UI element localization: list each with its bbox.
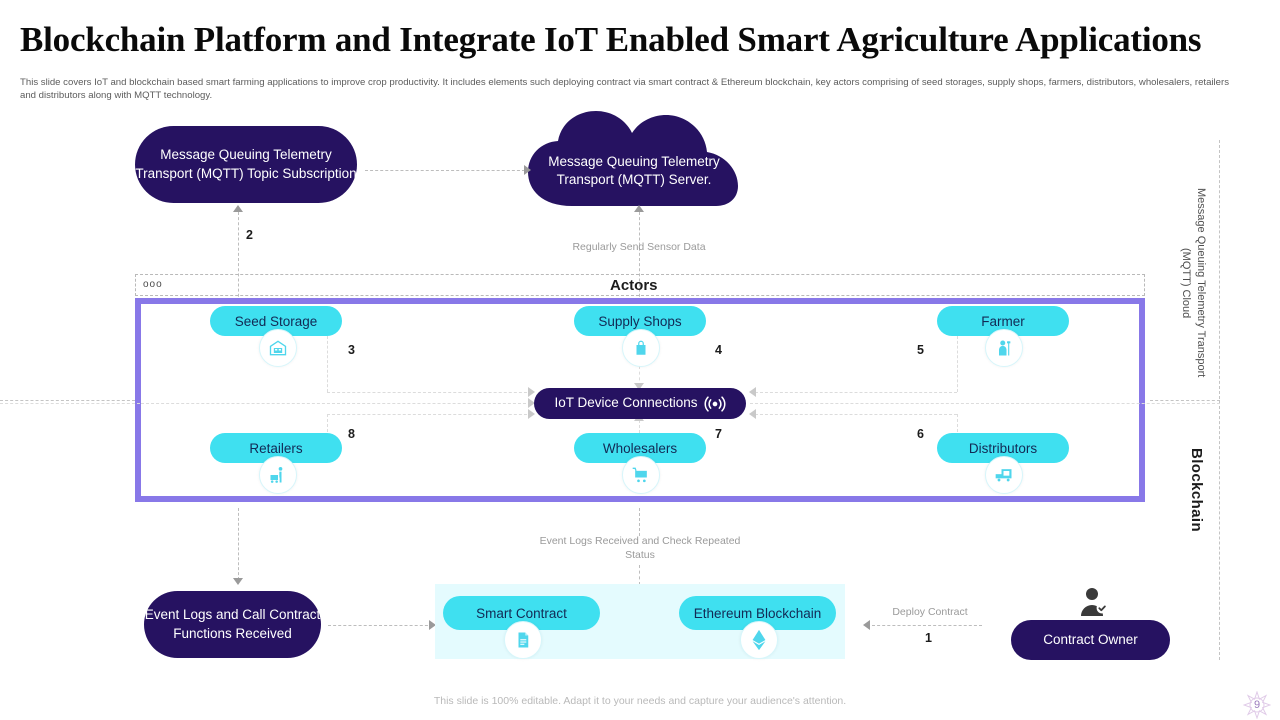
wifi-signal-icon <box>704 395 726 412</box>
warehouse-icon <box>259 329 297 367</box>
connector-seed-storage-h <box>327 392 532 393</box>
connector-passthrough-arrowhead <box>528 398 535 408</box>
footer-note: This slide is 100% editable. Adapt it to… <box>433 695 847 707</box>
farmer-icon <box>985 329 1023 367</box>
connector-farmer-h <box>755 392 957 393</box>
connector-actors-to-event-logs <box>238 508 239 580</box>
document-icon <box>504 621 542 659</box>
connector-topic-to-server-arrowhead <box>524 165 531 175</box>
connector-farmer-arrowhead <box>749 387 756 397</box>
step-number-8: 8 <box>348 427 355 441</box>
shopping-cart-icon <box>622 456 660 494</box>
step-number-1: 1 <box>925 631 932 645</box>
node-contract-owner[interactable]: Contract Owner <box>1011 620 1170 660</box>
actor-seed-storage-label: Seed Storage <box>234 313 318 329</box>
connector-supply-shops-arrowhead <box>634 383 644 390</box>
connector-event-logs-to-contract-arrowhead <box>429 620 436 630</box>
node-iot-device-connections-label: IoT Device Connections <box>554 395 698 411</box>
actor-farmer-label: Farmer <box>981 313 1025 329</box>
connector-seed-storage-v <box>327 336 328 392</box>
node-ethereum-blockchain[interactable]: Ethereum Blockchain <box>679 596 836 630</box>
connector-retailers-arrowhead <box>528 409 535 419</box>
step-number-4: 4 <box>715 343 722 357</box>
page-number-badge: 9 <box>1243 691 1271 719</box>
cloud-shape-icon <box>528 111 738 206</box>
connector-seed-storage-arrowhead <box>528 387 535 397</box>
region-divider-horizontal-right <box>1150 400 1220 401</box>
edge-label-event-logs-status: Event Logs Received and Check Repeated S… <box>539 535 741 561</box>
side-label-blockchain: Blockchain <box>1188 447 1205 533</box>
retail-cart-icon <box>259 456 297 494</box>
node-mqtt-topic-subscription[interactable]: Message Queuing Telemetry Transport (MQT… <box>135 126 357 203</box>
delivery-truck-icon <box>985 456 1023 494</box>
edge-label-deploy-contract: Deploy Contract <box>892 606 968 618</box>
connector-supply-shops-v <box>639 366 640 386</box>
region-divider-horizontal-left <box>0 400 135 401</box>
node-event-logs[interactable]: Event Logs and Call Contract Functions R… <box>144 591 321 658</box>
badge-star-icon <box>1243 691 1271 719</box>
connector-retailers-h <box>327 414 532 415</box>
page-title: Blockchain Platform and Integrate IoT En… <box>20 20 1202 59</box>
ethereum-icon <box>740 621 778 659</box>
actors-marker: ooo <box>143 279 163 290</box>
connector-wholesalers-v <box>639 420 640 438</box>
node-mqtt-server[interactable]: Message Queuing Telemetry Transport (MQT… <box>520 110 748 210</box>
node-event-logs-label: Event Logs and Call Contract Functions R… <box>144 607 321 641</box>
edge-label-sensor-data: Regularly Send Sensor Data <box>572 241 706 253</box>
node-smart-contract-label: Smart Contract <box>476 605 567 621</box>
connector-actors-to-server <box>639 212 640 307</box>
connector-actors-to-server-arrowhead <box>634 205 644 212</box>
page-subtitle: This slide covers IoT and blockchain bas… <box>20 77 1229 101</box>
node-ethereum-blockchain-label: Ethereum Blockchain <box>693 605 822 621</box>
connector-actors-to-topic-arrowhead <box>233 205 243 212</box>
node-mqtt-topic-subscription-label: Message Queuing Telemetry Transport (MQT… <box>135 147 357 181</box>
step-number-5: 5 <box>917 343 924 357</box>
connector-farmer-v <box>957 336 958 392</box>
contract-owner-avatar-icon <box>1077 586 1109 623</box>
shopping-bag-icon <box>622 329 660 367</box>
connector-deploy-contract <box>872 625 982 626</box>
actor-distributors-label: Distributors <box>968 440 1038 456</box>
connector-distributors-arrowhead <box>749 409 756 419</box>
step-number-2: 2 <box>246 228 253 242</box>
actor-supply-shops-label: Supply Shops <box>598 313 682 329</box>
step-number-7: 7 <box>715 427 722 441</box>
connector-distributors-h <box>755 414 957 415</box>
page-number: 9 <box>1253 699 1261 711</box>
actors-section-title: Actors <box>610 277 658 294</box>
connector-passthrough-inner-left <box>141 403 531 404</box>
node-mqtt-server-label: Message Queuing Telemetry Transport (MQT… <box>548 153 720 188</box>
step-number-3: 3 <box>348 343 355 357</box>
side-label-mqtt-cloud: Message Queuing Telemetry Transport (MQT… <box>1180 188 1207 378</box>
actor-retailers-label: Retailers <box>249 440 303 456</box>
connector-actors-to-topic <box>238 212 239 307</box>
connector-passthrough-right <box>750 403 1220 404</box>
connector-actors-to-event-logs-arrowhead <box>233 578 243 585</box>
connector-passthrough-left <box>0 403 140 404</box>
actors-dashed-band <box>135 274 1145 296</box>
node-contract-owner-label: Contract Owner <box>1043 631 1138 647</box>
actor-wholesalers-label: Wholesalers <box>602 440 678 456</box>
connector-status-lower <box>639 565 640 585</box>
connector-status-upper <box>639 508 640 536</box>
connector-event-logs-to-contract <box>328 625 433 626</box>
node-iot-device-connections[interactable]: IoT Device Connections <box>534 388 746 419</box>
connector-topic-to-server <box>365 170 525 171</box>
step-number-6: 6 <box>917 427 924 441</box>
connector-deploy-contract-arrowhead <box>863 620 870 630</box>
